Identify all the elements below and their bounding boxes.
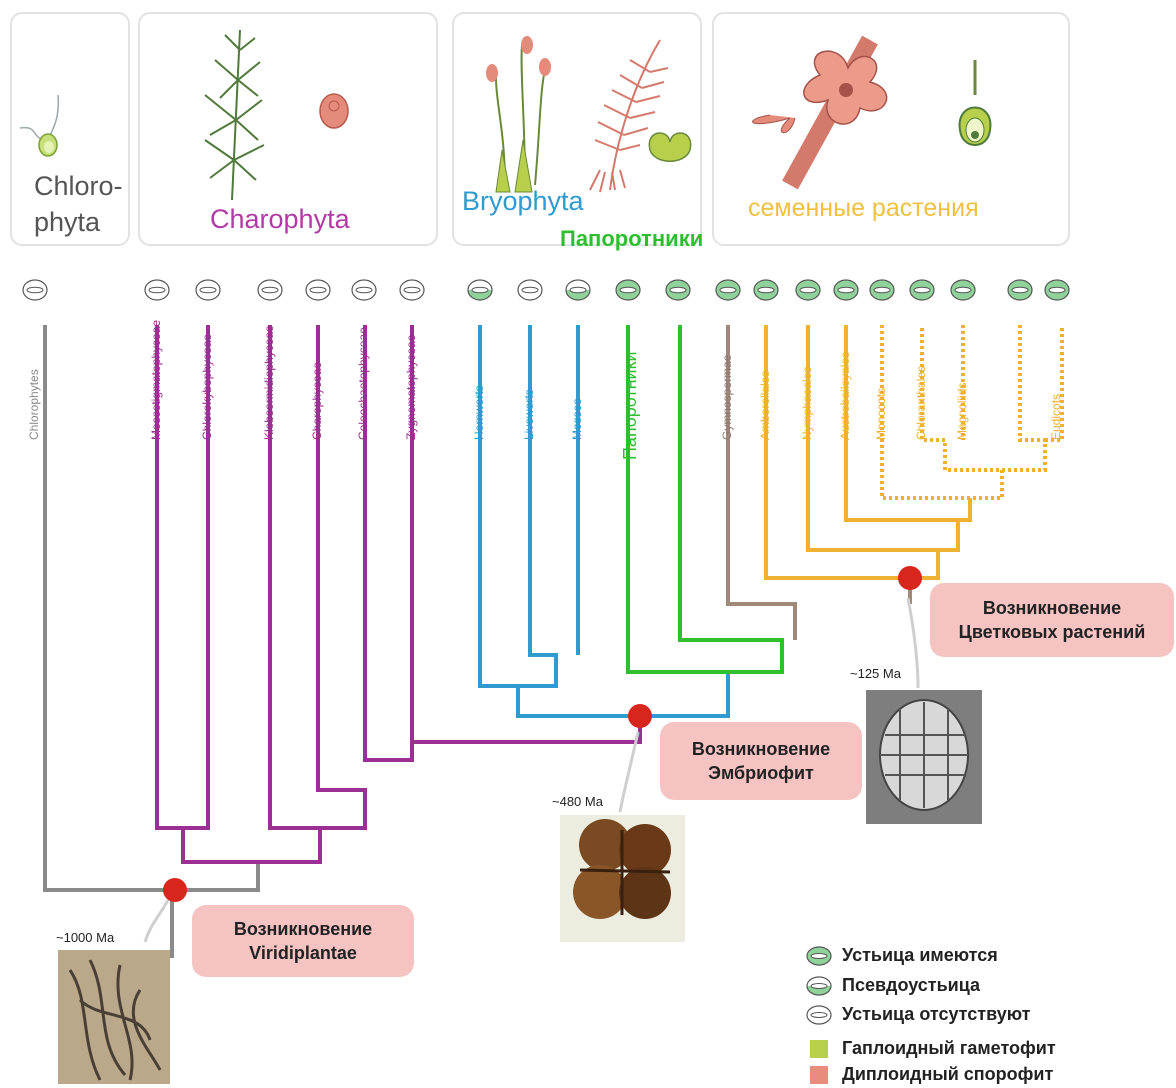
stoma-pseudo-icon bbox=[806, 976, 832, 996]
stoma-present-icon bbox=[806, 946, 832, 966]
legend-item-pseudo: Псевдоустьица bbox=[806, 975, 980, 996]
spore-tetrad-fossil-image bbox=[560, 815, 685, 942]
legend-item-haploid: Гаплоидный гаметофит bbox=[806, 1038, 1056, 1059]
legend-label-haploid: Гаплоидный гаметофит bbox=[842, 1038, 1056, 1059]
legend-label-present: Устьица имеются bbox=[842, 945, 998, 966]
filament-fossil-image bbox=[58, 950, 170, 1084]
pollen-grain-fossil-image bbox=[866, 690, 982, 824]
stoma-absent-icon bbox=[806, 1005, 832, 1025]
legend-label-absent: Устьица отсутствуют bbox=[842, 1004, 1030, 1025]
legend-item-absent: Устьица отсутствуют bbox=[806, 1004, 1030, 1025]
pink-square-icon bbox=[810, 1066, 828, 1084]
legend-item-diploid: Диплоидный спорофит bbox=[806, 1064, 1053, 1085]
legend-label-diploid: Диплоидный спорофит bbox=[842, 1064, 1053, 1085]
legend-label-pseudo: Псевдоустьица bbox=[842, 975, 980, 996]
legend-item-present: Устьица имеются bbox=[806, 945, 998, 966]
green-square-icon bbox=[810, 1040, 828, 1058]
